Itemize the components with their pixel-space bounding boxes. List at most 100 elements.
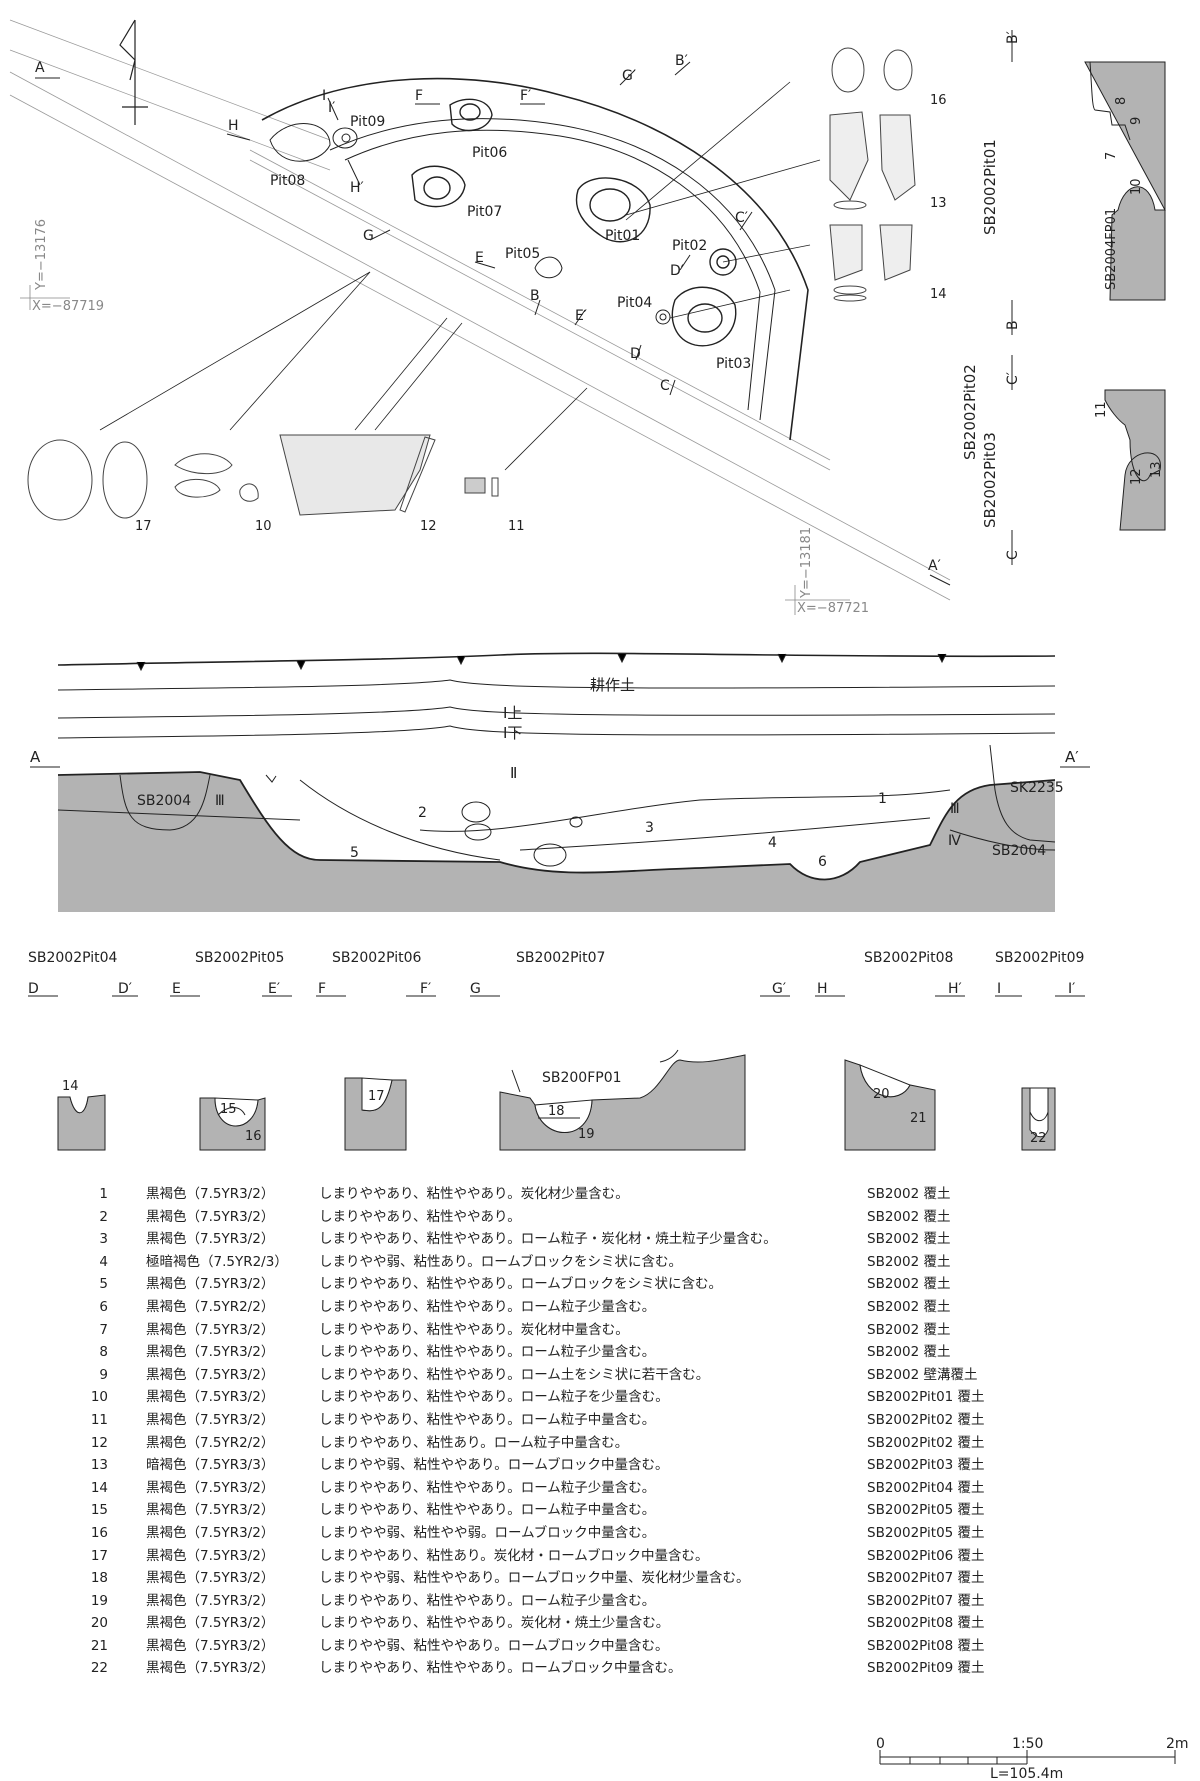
main-layer-5: 5 (350, 845, 359, 861)
pit09-sec-title: SB2002Pit09 (995, 950, 1084, 966)
soil-ii-label: Ⅱ (510, 764, 517, 782)
grid-y1-label: Y=−13176 (34, 219, 49, 291)
pit06-right-mark: F′ (420, 981, 431, 997)
mark-b: B (530, 288, 540, 304)
pit09-label: Pit09 (350, 114, 385, 130)
mark-a: A (35, 60, 45, 76)
pit03-layer-13: 13 (1149, 461, 1164, 478)
legend-number: 17 (90, 1547, 108, 1564)
pit04-left-mark: D (28, 981, 39, 997)
artifact-13-label: 13 (930, 196, 947, 211)
main-mark-left: A (30, 748, 41, 766)
mark-h: H (228, 118, 239, 134)
grid-x1-label: X=−87719 (32, 299, 104, 314)
mark-g-prime: G′ (622, 68, 636, 84)
pit04-right-mark: D′ (118, 981, 132, 997)
legend-color: 黒褐色（7.5YR3/2） (146, 1660, 275, 1677)
mark-e-prime: E′ (575, 308, 587, 324)
pit01-ground-fill (1084, 61, 1166, 301)
legend-description: しまりややあり、粘性ややあり。炭化材中量含む。 (319, 1321, 629, 1338)
legend-color: 黒褐色（7.5YR3/2） (146, 1570, 275, 1587)
pit05-layer-15: 15 (220, 1102, 237, 1117)
artifact-10-label: 10 (255, 519, 272, 534)
main-layer-2: 2 (418, 805, 427, 821)
plan-view (9, 19, 951, 615)
mark-i-prime: I′ (328, 100, 335, 116)
pit05-label: Pit05 (505, 246, 540, 262)
legend-color: 黒褐色（7.5YR3/2） (146, 1615, 275, 1632)
pit05 (534, 256, 563, 279)
legend-number: 19 (90, 1592, 108, 1609)
legend-number: 20 (90, 1615, 108, 1632)
pit01-layer-7: 7 (1104, 152, 1119, 160)
mark-c: C (660, 378, 670, 394)
pit02 (709, 248, 737, 276)
pit01-section-title: SB2002Pit01 (981, 139, 999, 235)
pit03-label: Pit03 (716, 356, 751, 372)
pit09-right-mark: I′ (1068, 981, 1075, 997)
mark-i: I (322, 88, 326, 104)
pit06-label: Pit06 (472, 145, 507, 161)
soil-i-upper-label: Ⅰ上 (503, 704, 522, 722)
legend-color: 黒褐色（7.5YR3/2） (146, 1637, 275, 1654)
legend-color: 黒褐色（7.5YR3/2） (146, 1479, 275, 1496)
main-ground-fill (58, 772, 1055, 912)
pit08-label: Pit08 (270, 173, 305, 189)
legend-layer: SB2002 覆土 (867, 1276, 951, 1293)
mark-d: D (630, 346, 641, 362)
pit04-label: Pit04 (617, 295, 652, 311)
legend-layer: SB2002Pit06 覆土 (867, 1547, 985, 1564)
sb2004-right-label: SB2004 (992, 843, 1046, 859)
legend-layer: SB2002 覆土 (867, 1253, 951, 1270)
pit08-left-mark: H (817, 981, 828, 997)
pit07-sec-title: SB2002Pit07 (516, 950, 605, 966)
pit08-right-mark: H′ (948, 981, 962, 997)
mark-f: F (415, 88, 423, 104)
legend-number: 18 (90, 1570, 108, 1587)
legend-number: 1 (99, 1186, 108, 1202)
pit01-sub-label: SB2004FP01 (1104, 208, 1119, 290)
pit01-label: Pit01 (605, 228, 640, 244)
legend-description: しまりややあり、粘性ややあり。ローム粒子少量含む。 (319, 1344, 656, 1361)
pit01-layer-8: 8 (1114, 97, 1129, 105)
artifact-14-label: 14 (930, 287, 947, 302)
pit08-layer-21: 21 (910, 1111, 927, 1126)
legend-color: 黒褐色（7.5YR3/2） (146, 1592, 275, 1609)
mark-h-prime: H′ (350, 180, 364, 196)
legend-color: 黒褐色（7.5YR3/2） (146, 1547, 275, 1564)
pit04 (655, 309, 671, 325)
pit02-ground-fill (1104, 389, 1166, 531)
legend-layer: SB2002 覆土 (867, 1298, 951, 1315)
mark-c-prime: C′ (735, 210, 748, 226)
pit02-mark-bottom: C (1005, 550, 1021, 560)
legend-color: 黒褐色（7.5YR3/2） (146, 1366, 275, 1383)
pit02-layer-11: 11 (1094, 401, 1109, 418)
pit06-layer-17: 17 (368, 1089, 385, 1104)
sb2004-left-label: SB2004 (137, 793, 191, 809)
legend-color: 黒褐色（7.5YR3/2） (146, 1276, 275, 1293)
legend-description: しまりやや弱、粘性あり。ロームブロックをシミ状に含む。 (319, 1253, 683, 1270)
legend-number: 13 (90, 1457, 108, 1474)
legend-description: しまりややあり、粘性ややあり。ロームブロックをシミ状に含む。 (319, 1276, 722, 1293)
soil-iv-label: Ⅳ (948, 833, 961, 849)
legend-description: しまりややあり、粘性ややあり。ローム粒子中量含む。 (319, 1502, 656, 1519)
soil-iii-right-label: Ⅲ (950, 801, 960, 817)
legend-color: 黒褐色（7.5YR3/2） (146, 1411, 275, 1428)
legend-layer: SB2002 覆土 (867, 1344, 951, 1361)
soil-plough-label: 耕作土 (590, 676, 635, 694)
legend-layer: SB2002 覆土 (867, 1321, 951, 1338)
main-section: A A′ 耕作土 Ⅰ上 Ⅰ下 Ⅱ Ⅲ Ⅲ Ⅳ SB2004 SB2004 SK2… (30, 652, 1090, 912)
pit06-sec-title: SB2002Pit06 (332, 950, 422, 966)
pit09-layer-22: 22 (1030, 1131, 1047, 1146)
pit07-label: Pit07 (467, 204, 502, 220)
soil-iii-left-label: Ⅲ (215, 793, 225, 809)
pit02-section-title: SB2002Pit02 (961, 364, 979, 460)
